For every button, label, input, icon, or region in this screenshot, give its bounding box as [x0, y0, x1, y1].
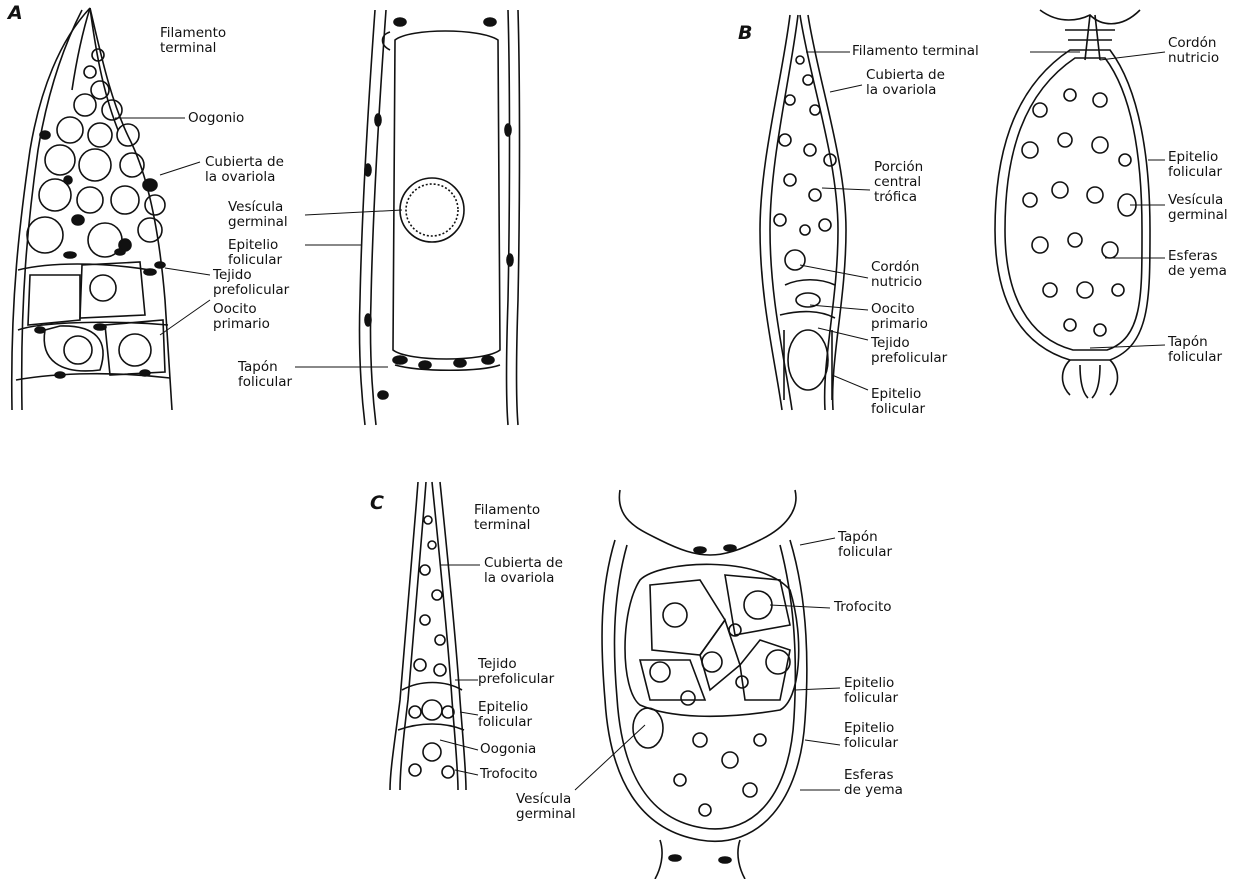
- b-label-esferas-de-yema: Esferas de yema: [1168, 249, 1227, 279]
- a-label-oogonio: Oogonio: [188, 111, 244, 126]
- panel-label-b: B: [738, 22, 752, 44]
- b-label-porcion-central-trofica: Porción central trófica: [874, 160, 923, 205]
- b-label-tejido-prefolicular: Tejido prefolicular: [871, 336, 947, 366]
- a-label-tapon-folicular: Tapón folicular: [238, 360, 292, 390]
- b-label-cubierta-ovariola: Cubierta de la ovariola: [866, 68, 945, 98]
- c-label-epitelio-folicular-lower: Epitelio folicular: [844, 721, 898, 751]
- c-label-trofocito-right: Trofocito: [834, 600, 892, 615]
- b-label-cordon-nutricio-left: Cordón nutricio: [871, 260, 922, 290]
- a-label-tejido-prefolicular: Tejido prefolicular: [213, 268, 289, 298]
- b-label-vesicula-germinal: Vesícula germinal: [1168, 193, 1228, 223]
- c-label-tapon-folicular: Tapón folicular: [838, 530, 892, 560]
- b-label-filamento-terminal: Filamento terminal: [852, 44, 979, 59]
- c-label-esferas-de-yema: Esferas de yema: [844, 768, 903, 798]
- a-label-cubierta-ovariola: Cubierta de la ovariola: [205, 155, 284, 185]
- panel-label-a: A: [8, 2, 23, 24]
- c-label-epitelio-folicular-upper: Epitelio folicular: [844, 676, 898, 706]
- b-follicle-drawing: [995, 10, 1150, 398]
- c-label-vesicula-germinal: Vesícula germinal: [516, 792, 576, 822]
- c-label-epitelio-folicular: Epitelio folicular: [478, 700, 532, 730]
- a-label-epitelio-folicular: Epitelio folicular: [228, 238, 282, 268]
- a-follicle-drawing: [359, 10, 519, 425]
- c-follicle-drawing: [602, 490, 807, 879]
- a-germarium-drawing: [12, 8, 172, 410]
- a-label-filamento-terminal: Filamento terminal: [160, 26, 226, 56]
- b-ovariole-drawing: [760, 15, 846, 410]
- c-label-tejido-prefolicular: Tejido prefolicular: [478, 657, 554, 687]
- c-label-filamento-terminal: Filamento terminal: [474, 503, 540, 533]
- a-label-vesicula-germinal: Vesícula germinal: [228, 200, 288, 230]
- c-label-cubierta-ovariola: Cubierta de la ovariola: [484, 556, 563, 586]
- panel-label-c: C: [370, 492, 384, 514]
- c-label-oogonia: Oogonia: [480, 742, 536, 757]
- b-label-epitelio-folicular-left: Epitelio folicular: [871, 387, 925, 417]
- b-label-cordon-nutricio-right: Cordón nutricio: [1168, 36, 1219, 66]
- b-label-oocito-primario: Oocito primario: [871, 302, 928, 332]
- c-label-trofocito-left: Trofocito: [480, 767, 538, 782]
- a-label-oocito-primario: Oocito primario: [213, 302, 270, 332]
- b-label-epitelio-folicular-right: Epitelio folicular: [1168, 150, 1222, 180]
- b-label-tapon-folicular: Tapón folicular: [1168, 335, 1222, 365]
